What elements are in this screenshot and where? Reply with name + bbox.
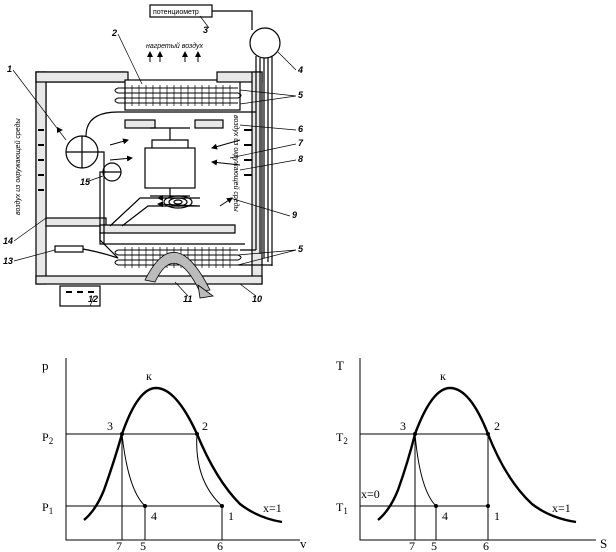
pv-point-4: 4 <box>151 509 157 523</box>
ts-tick-7: 7 <box>409 539 415 552</box>
ts-diagram: T S T2 T1 к 3 2 4 1 x=0 x=1 7 5 6 <box>336 358 607 552</box>
ts-tick-5: 5 <box>431 539 437 552</box>
pv-tick-5: 5 <box>140 539 146 552</box>
fan-motor <box>144 147 196 189</box>
pv-point-1: 1 <box>228 509 234 523</box>
pv-diagram: p v P2 P1 к 3 2 4 1 x=1 7 5 6 <box>42 358 307 552</box>
potentiometer-dial <box>249 27 281 59</box>
label-10: 10 <box>252 294 262 304</box>
ts-x1-label: x=1 <box>552 501 571 515</box>
label-9: 9 <box>292 210 297 220</box>
ts-t2-label: T2 <box>336 430 348 446</box>
label-7: 7 <box>298 138 304 148</box>
pv-x-axis: v <box>300 536 307 551</box>
heated-air-label: нагретый воздух <box>146 42 204 50</box>
air-right-label: воздух из окружающей среды <box>232 115 240 212</box>
label-3: 3 <box>203 25 208 35</box>
pv-compression-line <box>121 433 146 507</box>
ts-point-1: 1 <box>494 509 500 523</box>
pv-expansion-line <box>196 433 223 507</box>
pv-point-3: 3 <box>107 419 113 433</box>
pv-p2-label: P2 <box>42 430 53 446</box>
pv-x1-label: x=1 <box>263 501 282 515</box>
top-coil <box>114 85 242 106</box>
ts-throttle-line <box>414 433 437 507</box>
label-15: 15 <box>80 177 91 187</box>
label-2: 2 <box>111 28 117 38</box>
pv-y-axis: p <box>42 358 49 373</box>
top-condenser-box <box>124 79 241 111</box>
label-11: 11 <box>183 294 192 304</box>
airflow-arrow <box>144 251 211 293</box>
ts-tick-6: 6 <box>483 539 489 552</box>
ts-x-axis: S <box>600 536 607 551</box>
refrigerator-schematic <box>35 4 281 307</box>
pv-p1-label: P1 <box>42 500 53 516</box>
label-6: 6 <box>298 124 304 134</box>
label-5b: 5 <box>298 244 304 254</box>
label-8: 8 <box>298 154 303 164</box>
pv-saturation-curve <box>83 386 283 524</box>
ts-y-axis: T <box>336 358 344 373</box>
pv-tick-6: 6 <box>217 539 223 552</box>
ts-point-3: 3 <box>400 419 406 433</box>
label-13: 13 <box>3 256 13 266</box>
ts-k-label: к <box>440 369 446 383</box>
potentiometer-label: потенциометр <box>153 9 199 16</box>
air-left-label: воздух из окружающей среды <box>14 118 22 215</box>
ts-t1-label: T1 <box>336 500 348 516</box>
schematic-labels: потенциометр нагретый воздух 3 2 1 4 5 6… <box>3 9 304 307</box>
pv-tick-7: 7 <box>116 539 122 552</box>
pv-point-2: 2 <box>202 419 208 433</box>
ts-point-2: 2 <box>494 419 500 433</box>
label-5a: 5 <box>298 90 304 100</box>
label-4: 4 <box>297 65 303 75</box>
ts-saturation-curve <box>377 386 577 524</box>
ts-point-4: 4 <box>442 509 448 523</box>
label-14: 14 <box>3 236 13 246</box>
ts-x0-label: x=0 <box>361 487 380 501</box>
label-1: 1 <box>7 64 12 74</box>
pv-k-label: к <box>146 369 152 383</box>
